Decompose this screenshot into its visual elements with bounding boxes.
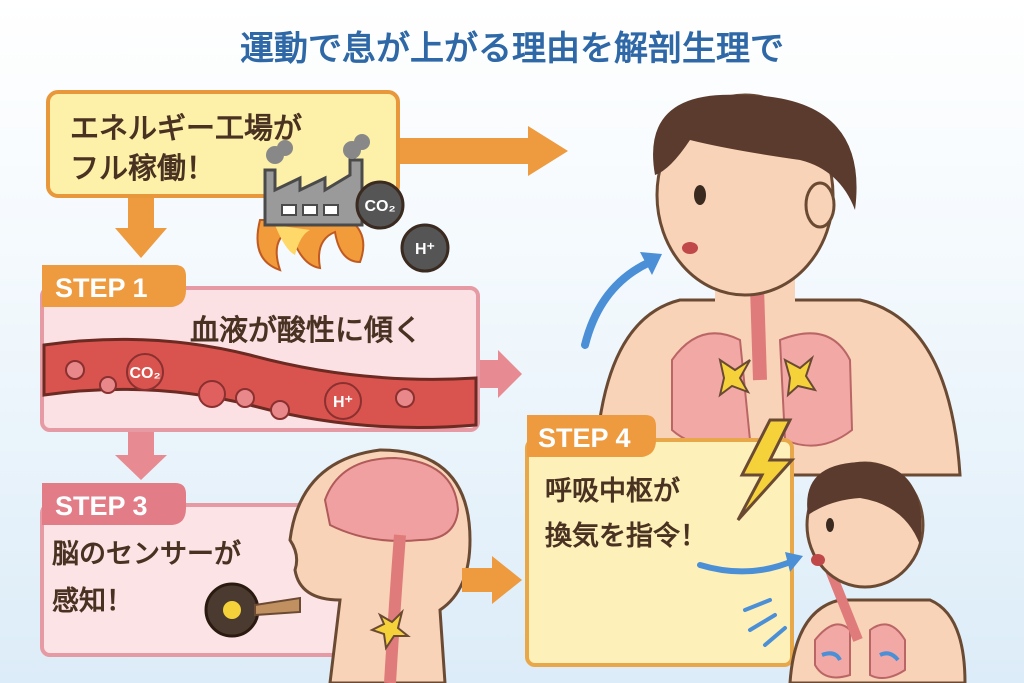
arrow-down-icon [128,432,154,458]
lightning-icon [736,418,796,522]
step3-text-line2: 感知！ [52,585,133,617]
step1-tab: STEP 1 [42,265,186,307]
airflow-arrow-icon [697,557,798,575]
step3-tab: STEP 3 [42,483,186,525]
arrow-right-icon [398,138,528,164]
svg-text:STEP 4: STEP 4 [538,423,631,453]
right-lung [778,332,854,447]
co2-bubble [126,353,164,391]
left-lung [671,332,752,447]
svg-text:STEP 1: STEP 1 [55,273,148,303]
step4-tab: STEP 4 [527,415,656,457]
factory-box: エネルギー工場が フル稼働！ [46,90,400,198]
svg-text:CO₂: CO₂ [364,198,395,215]
step4-box: 呼吸中枢が 換気を指令！ [525,438,794,667]
person-illustration-large [593,93,962,477]
svg-text:CO₂: CO₂ [129,365,160,382]
hydrogen-bubble [324,382,362,420]
factory-icon [256,134,370,272]
svg-text:H⁺: H⁺ [415,241,435,258]
step4-text-line2: 換気を指令！ [545,520,707,552]
page-title: 運動で息が上がる理由を解剖生理で [240,29,784,69]
head-brain-illustration [204,448,472,683]
brain [323,456,460,542]
arrow-right-icon [478,360,500,388]
curved-arrow-icon [581,258,654,349]
arrow-right-icon [462,568,494,592]
factory-text-line1: エネルギー工場が [70,111,302,145]
step1-box: CO₂ H⁺ 血液が酸性に傾く [40,286,480,432]
arrow-down-icon [128,196,154,230]
svg-text:H⁺: H⁺ [333,394,353,411]
factory-text-line2: フル稼働！ [70,151,215,185]
co2-molecule-icon: CO₂ [355,180,405,230]
step3-text-line1: 脳のセンサーが [51,538,241,570]
step4-text-line1: 呼吸中枢が [545,475,680,507]
svg-text:STEP 3: STEP 3 [55,491,148,521]
step1-text: 血液が酸性に傾く [190,313,422,347]
hydrogen-ion-icon: H⁺ [400,223,450,273]
person-illustration-small [697,461,967,683]
